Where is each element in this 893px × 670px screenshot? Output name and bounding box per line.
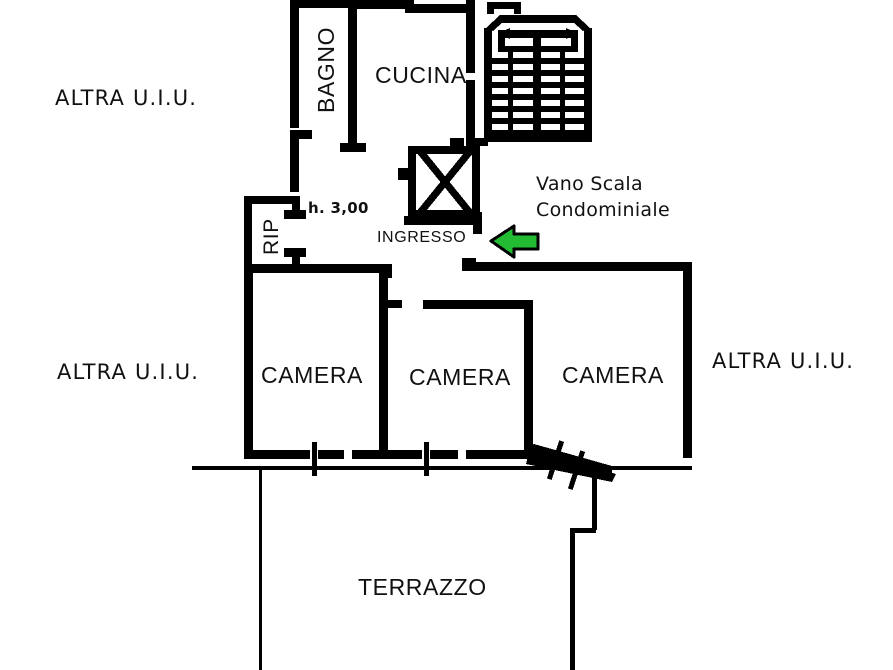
label-cucina: CUCINA bbox=[375, 62, 467, 88]
label-height-note: h. 3,00 bbox=[308, 199, 369, 217]
label-vano-scala-line2: Condominiale bbox=[536, 199, 670, 221]
stair-direction-arrow-icon bbox=[499, 28, 577, 39]
label-altra-uiu-right: ALTRA U.I.U. bbox=[712, 349, 855, 373]
label-camera-right: CAMERA bbox=[562, 362, 665, 388]
label-camera-left: CAMERA bbox=[261, 362, 364, 388]
label-vano-scala-line1: Vano Scala bbox=[536, 173, 643, 195]
label-ingresso: INGRESSO bbox=[377, 229, 467, 246]
label-bagno: BAGNO bbox=[313, 26, 339, 113]
label-terrazzo: TERRAZZO bbox=[358, 574, 487, 600]
left-arrow-icon bbox=[489, 224, 540, 259]
shaft-cross-icon bbox=[408, 146, 480, 218]
label-altra-uiu-mid-left: ALTRA U.I.U. bbox=[57, 360, 200, 384]
label-rip: RIP bbox=[260, 218, 283, 255]
label-camera-center: CAMERA bbox=[409, 364, 512, 390]
walls-group bbox=[192, 0, 692, 670]
label-altra-uiu-top-left: ALTRA U.I.U. bbox=[55, 86, 198, 110]
